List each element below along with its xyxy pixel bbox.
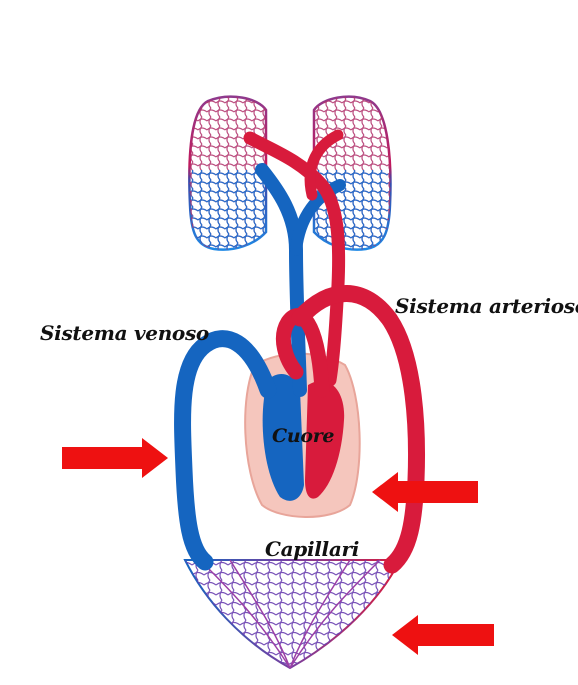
label-heart: Cuore <box>272 425 334 447</box>
label-arterial-system: Sistema arterioso <box>395 294 578 318</box>
label-venous-system: Sistema venoso <box>40 321 209 345</box>
arrow-right <box>372 472 478 512</box>
capillary-bed <box>185 560 400 668</box>
label-capillaries: Capillari <box>265 537 359 561</box>
left-lung <box>189 97 266 250</box>
arrow-bottom-right <box>392 615 494 655</box>
arrow-left <box>62 438 168 478</box>
right-lung <box>314 97 390 250</box>
